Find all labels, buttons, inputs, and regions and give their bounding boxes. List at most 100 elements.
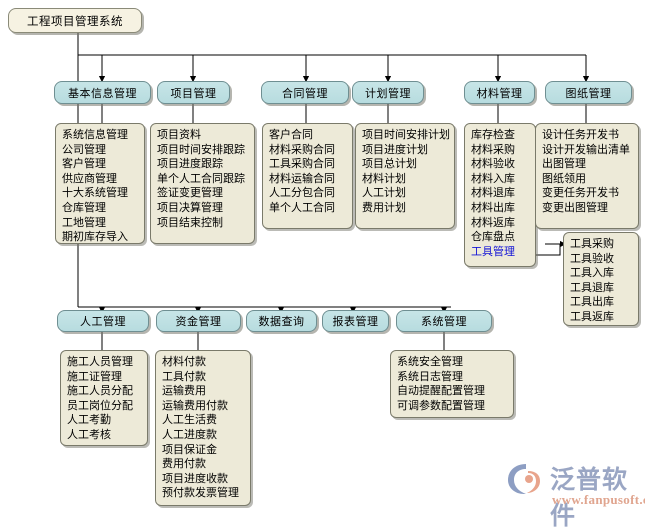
logo-mark-icon: [508, 464, 540, 494]
panel-item: 库存检查: [471, 128, 515, 141]
panel-item: 系统信息管理: [62, 128, 128, 141]
header-label: 报表管理: [332, 315, 379, 328]
panel-item: 材料计划: [362, 171, 406, 185]
header-project[interactable]: 项目管理: [157, 81, 230, 104]
panel-item: 材料付款: [162, 355, 206, 368]
header-labor[interactable]: 人工管理: [57, 310, 149, 332]
root-node[interactable]: 工程项目管理系统: [8, 8, 142, 33]
header-label: 计划管理: [365, 86, 411, 100]
panel-item: 仓库盘点: [471, 230, 515, 244]
panel-item: 公司管理: [62, 142, 106, 156]
header-contract[interactable]: 合同管理: [261, 81, 349, 104]
panel-system: 系统安全管理系统日志管理自动提醒配置管理可调参数配置管理: [390, 350, 514, 418]
panel-item: 施工人员管理: [67, 355, 133, 368]
panel-item: 工具验收: [570, 251, 614, 265]
header-label: 资金管理: [175, 315, 222, 328]
header-system[interactable]: 系统管理: [396, 310, 492, 332]
panel-material: 库存检查材料采购材料验收材料入库材料退库材料出库材料返库仓库盘点工具管理: [464, 123, 536, 267]
panel-item: 变更任务开发书: [542, 186, 619, 200]
panel-item: 项目进度计划: [362, 142, 428, 156]
panel-item: 施工人员分配: [67, 384, 133, 398]
panel-item: 材料出库: [471, 200, 515, 214]
panel-item: 项目进度跟踪: [157, 157, 223, 171]
panel-basic-info: 系统信息管理公司管理客户管理供应商管理十大系统管理仓库管理工地管理期初库存导入: [55, 123, 145, 244]
panel-item: 十大系统管理: [62, 186, 128, 200]
panel-project: 项目资料项目时间安排跟踪项目进度跟踪单个人工合同跟踪签证变更管理项目决算管理项目…: [150, 123, 255, 244]
header-basic-info[interactable]: 基本信息管理: [54, 81, 151, 104]
panel-item: 员工岗位分配: [67, 398, 133, 412]
header-label: 项目管理: [170, 86, 217, 100]
panel-item: 工具采购: [570, 237, 614, 250]
panel-item: 客户管理: [62, 157, 106, 171]
panel-item: 项目总计划: [362, 157, 417, 171]
panel-item: 工地管理: [62, 215, 106, 229]
header-drawing[interactable]: 图纸管理: [545, 81, 632, 104]
panel-item: 项目时间安排计划: [362, 128, 450, 141]
panel-item: 项目决算管理: [157, 200, 223, 214]
panel-labor: 施工人员管理施工证管理施工人员分配员工岗位分配人工考勤人工考核: [60, 350, 148, 446]
panel-item: 项目保证金: [162, 442, 217, 456]
panel-item: 可调参数配置管理: [397, 398, 485, 412]
panel-item: 变更出图管理: [542, 200, 608, 214]
diagram-canvas: 工程项目管理系统 基本信息管理 项目管理 合同管理 计划管理 材料管理 图纸管理…: [8, 8, 645, 530]
panel-item: 人工分包合同: [269, 186, 335, 200]
panel-item: 自动提醒配置管理: [397, 384, 485, 398]
header-label: 合同管理: [282, 86, 328, 100]
panel-item: 运输费用付款: [162, 398, 228, 412]
panel-item: 施工证管理: [67, 369, 122, 383]
panel-item: 材料退库: [471, 186, 515, 200]
header-plan[interactable]: 计划管理: [352, 81, 424, 104]
header-material[interactable]: 材料管理: [464, 81, 535, 104]
panel-item: 项目资料: [157, 128, 201, 141]
panel-item: 人工计划: [362, 186, 406, 200]
panel-drawing: 设计任务开发书设计开发输出清单出图管理图纸领用变更任务开发书变更出图管理: [535, 123, 639, 229]
panel-item: 材料采购: [471, 142, 515, 156]
panel-item: 设计任务开发书: [542, 128, 619, 141]
panel-item: 系统安全管理: [397, 355, 463, 368]
panel-item: 材料入库: [471, 171, 515, 185]
logo-url: www.fanpusoft.com: [552, 492, 645, 507]
panel-item: 期初库存导入: [62, 230, 128, 244]
panel-item: 人工考勤: [67, 413, 111, 427]
header-label: 人工管理: [80, 315, 126, 328]
panel-item: 项目结束控制: [157, 215, 223, 229]
panel-item: 项目时间安排跟踪: [157, 142, 245, 156]
header-label: 图纸管理: [565, 86, 612, 100]
root-label: 工程项目管理系统: [27, 13, 123, 28]
panel-plan: 项目时间安排计划项目进度计划项目总计划材料计划人工计划费用计划: [355, 123, 455, 229]
panel-item: 人工考核: [67, 427, 111, 441]
panel-item: 材料采购合同: [269, 142, 335, 156]
panel-item: 客户合同: [269, 128, 313, 141]
panel-item: 出图管理: [542, 157, 586, 171]
header-data-query[interactable]: 数据查询: [246, 310, 317, 332]
header-fund[interactable]: 资金管理: [156, 310, 241, 332]
logo-name: 泛普软件: [550, 465, 629, 530]
panel-item: 工具返库: [570, 309, 614, 323]
panel-item: 仓库管理: [62, 200, 106, 214]
panel-item: 项目进度收款: [162, 471, 228, 485]
panel-item: 人工进度款: [162, 427, 217, 441]
panel-item: 材料验收: [471, 157, 515, 171]
header-report[interactable]: 报表管理: [322, 310, 389, 332]
header-label: 数据查询: [258, 315, 305, 328]
logo: 泛普软件 www.fanpusoft.com: [506, 458, 645, 530]
panel-item: 系统日志管理: [397, 369, 463, 383]
panel-item: 费用计划: [362, 200, 406, 214]
panel-item: 工具采购合同: [269, 157, 335, 171]
panel-contract: 客户合同材料采购合同工具采购合同材料运输合同人工分包合同单个人工合同: [262, 123, 353, 229]
panel-item: 运输费用: [162, 384, 206, 398]
panel-item: 工具付款: [162, 369, 206, 383]
panel-item: 工具出库: [570, 295, 614, 309]
header-label: 基本信息管理: [68, 86, 137, 100]
panel-item: 费用付款: [162, 457, 206, 471]
panel-item-link[interactable]: 工具管理: [471, 244, 515, 258]
panel-item: 设计开发输出清单: [542, 142, 630, 156]
panel-item: 材料运输合同: [269, 171, 335, 185]
panel-item: 材料返库: [471, 215, 515, 229]
header-label: 系统管理: [421, 315, 467, 328]
header-label: 材料管理: [476, 86, 523, 100]
panel-fund: 材料付款工具付款运输费用运输费用付款人工生活费人工进度款项目保证金费用付款项目进…: [155, 350, 251, 506]
panel-item: 预付款发票管理: [162, 486, 239, 500]
panel-item: 单个人工合同: [269, 200, 335, 214]
panel-item: 工具退库: [570, 280, 614, 294]
